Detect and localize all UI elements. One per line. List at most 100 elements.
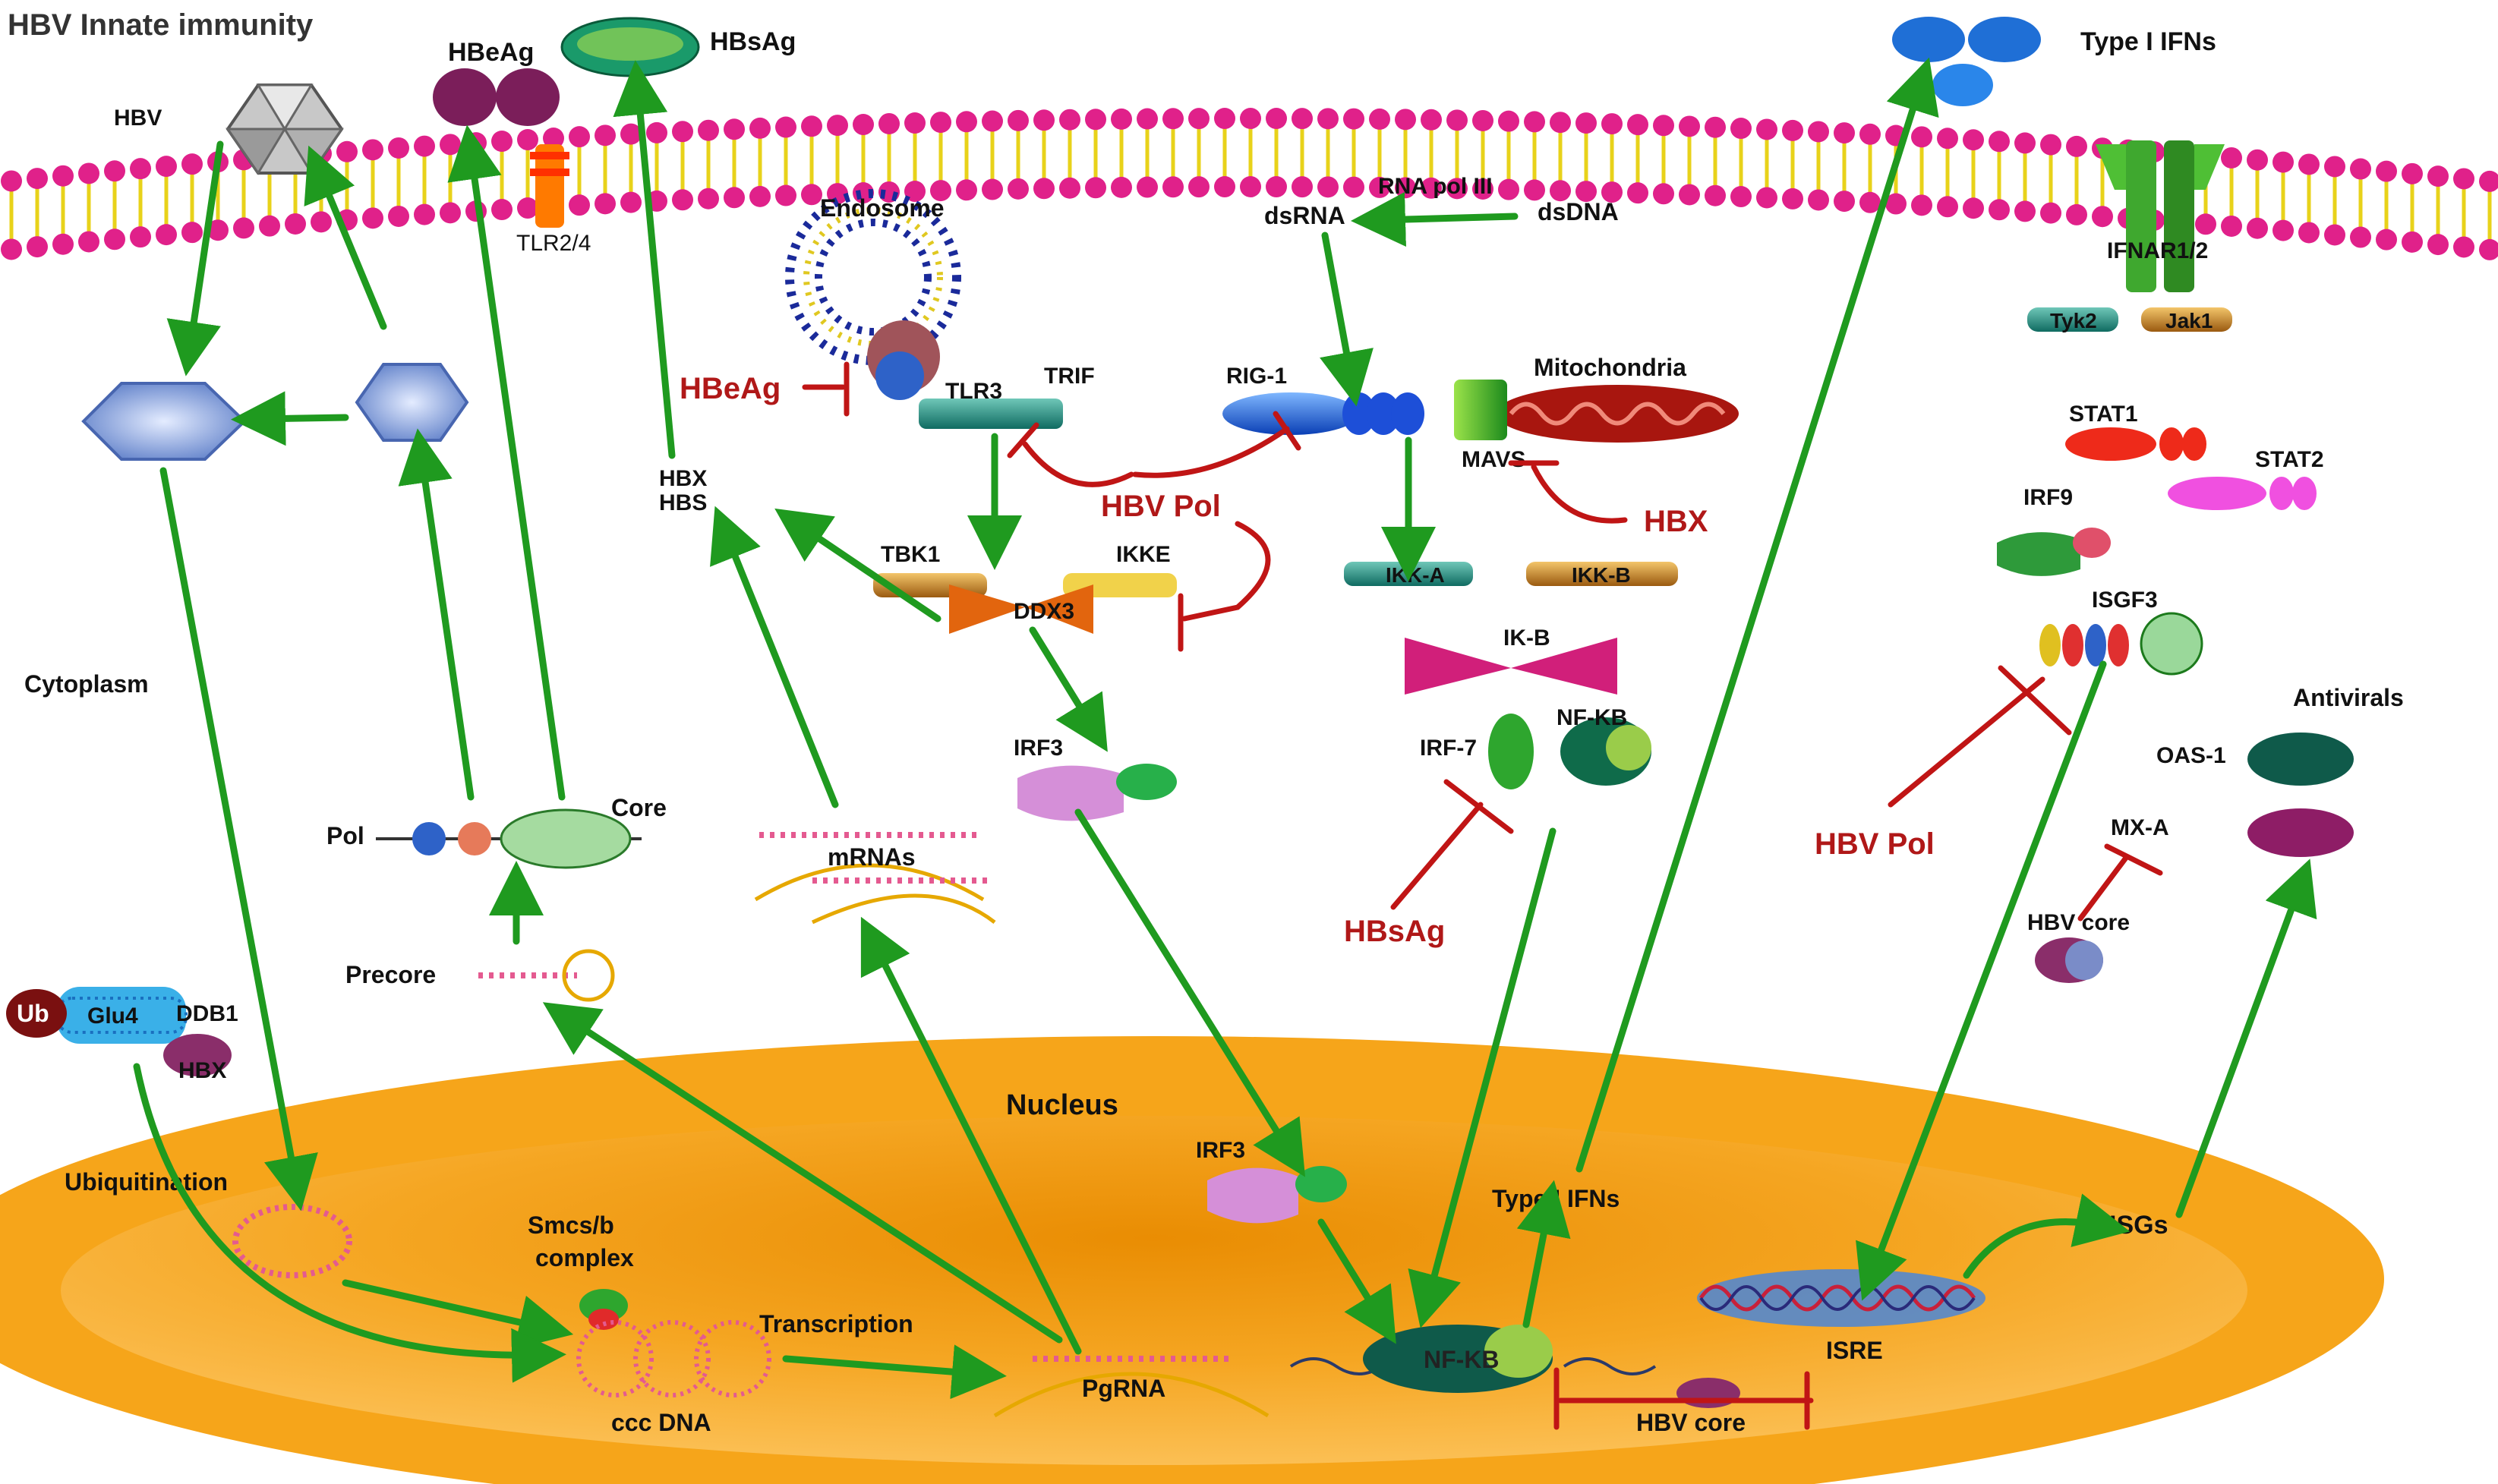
isgf3-complex: ISGF3	[2039, 588, 2203, 676]
lipid-head	[1137, 176, 1158, 198]
lipid-head	[27, 168, 48, 190]
lipid-head	[698, 187, 719, 210]
lipid-head	[698, 119, 719, 141]
lipid-head	[1111, 108, 1132, 130]
lipid-head	[1756, 187, 1777, 209]
hbv-pol-mid-label: HBV Pol	[1101, 490, 1221, 523]
tyk2-label: Tyk2	[2050, 309, 2097, 332]
lipid-head	[2402, 231, 2423, 253]
endosome-label: Endosome	[820, 194, 945, 222]
stat2-label: STAT2	[2255, 447, 2324, 472]
lipid-head	[52, 233, 74, 255]
lipid-head	[672, 121, 693, 143]
hbx-hbs-label-2: HBS	[659, 490, 707, 515]
lipid-head	[2014, 200, 2036, 222]
lipid-head	[1008, 178, 1029, 200]
lipid-head	[181, 153, 203, 175]
lipid-head	[1059, 109, 1080, 131]
lipid-head	[1292, 108, 1313, 130]
lipid-head	[569, 126, 590, 148]
lipid-head	[1188, 176, 1210, 198]
lipid-head	[517, 129, 538, 151]
mavs-label: MAVS	[1462, 447, 1525, 472]
lipid-head	[775, 184, 796, 206]
diagram-title: HBV Innate immunity	[8, 8, 314, 42]
lipid-head	[1524, 179, 1545, 201]
lipid-head	[672, 189, 693, 211]
lipid-head	[1575, 181, 1597, 203]
irf7-nfkb-complex: IRF-7 NF-KB	[1420, 705, 1651, 789]
lipid-head	[2272, 151, 2294, 173]
ikka-label: IKK-A	[1386, 563, 1445, 587]
lipid-head	[1317, 108, 1339, 130]
lipid-head	[1292, 176, 1313, 198]
lipid-head	[1756, 118, 1777, 140]
lipid-head	[362, 207, 383, 229]
lipid-head	[620, 123, 642, 145]
lipid-head	[285, 213, 306, 235]
lipid-head	[1085, 109, 1106, 131]
lipid-head	[440, 134, 461, 156]
ddb1-label: DDB1	[176, 1001, 238, 1026]
lipid-head	[982, 110, 1003, 132]
lipid-head	[749, 185, 771, 207]
hbx-mavs-label: HBX	[1644, 505, 1708, 538]
hbsag-inhibitor-label: HBsAg	[1344, 915, 1445, 948]
irf3-nuc-label: IRF3	[1196, 1138, 1245, 1163]
lipid-head	[1472, 178, 1493, 200]
activation-arrows	[133, 57, 2317, 1400]
lipid-head	[956, 111, 977, 133]
lipid-head	[1188, 108, 1210, 130]
lipid-head	[1575, 112, 1597, 134]
lipid-head	[2092, 206, 2113, 228]
lipid-head	[827, 115, 848, 137]
hbx-hbs-label-1: HBX	[659, 466, 707, 491]
nfkb-nuc: NF-KB	[1289, 1325, 1657, 1393]
lipid-head	[2040, 202, 2061, 224]
lipid-head	[982, 178, 1003, 200]
lipid-head	[853, 114, 874, 136]
lipid-head	[620, 191, 642, 213]
lipid-head	[2324, 224, 2345, 246]
lipid-head	[569, 194, 590, 216]
pgrna-label: PgRNA	[1082, 1375, 1165, 1402]
lipid-head	[388, 205, 409, 227]
lipid-head	[1266, 176, 1287, 198]
lipid-head	[2221, 215, 2242, 237]
lipid-head	[1498, 178, 1519, 200]
mitochondria: Mitochondria	[1496, 354, 1739, 443]
lipid-head	[543, 128, 564, 150]
lipid-head	[904, 112, 926, 134]
lipid-head	[2479, 238, 2498, 260]
lipid-head	[491, 199, 513, 221]
lipid-head	[1446, 109, 1468, 131]
tlr24-label: TLR2/4	[516, 231, 591, 256]
lipid-head	[2324, 156, 2345, 178]
lipid-head	[1859, 123, 1881, 145]
lipid-head	[1059, 177, 1080, 199]
type1-ifns-nuc-label: Type I IFNs	[1492, 1185, 1620, 1212]
lipid-head	[1, 170, 22, 192]
ub-label: Ub	[17, 1000, 49, 1027]
lipid-head	[2350, 226, 2371, 248]
lipid-head	[2195, 213, 2216, 235]
endosome: Endosome	[785, 189, 961, 365]
lipid-head	[1963, 129, 1984, 151]
lipid-head	[1033, 178, 1055, 200]
lipid-head	[207, 219, 229, 241]
hbeag-molecules: HBeAg	[433, 38, 560, 126]
lipid-head	[1885, 193, 1907, 215]
lipid-head	[1421, 109, 1442, 131]
lipid-head	[2066, 135, 2087, 157]
ubiquitination-cccdna: Ubiquitination	[65, 1168, 352, 1278]
lipid-head	[1834, 191, 1855, 213]
lipid-head	[1266, 108, 1287, 130]
lipid-head	[2479, 170, 2498, 192]
lipid-head	[517, 197, 538, 219]
lipid-head	[1782, 119, 1803, 141]
nfkb-cyto-label: NF-KB	[1557, 705, 1627, 730]
lipid-head	[1369, 108, 1390, 130]
ubiquitin-ligase-complex: Ub Glu4 DDB1 HBX	[6, 987, 238, 1083]
stat1-protein: STAT1	[2065, 402, 2206, 461]
irf9-label: IRF9	[2023, 485, 2073, 510]
